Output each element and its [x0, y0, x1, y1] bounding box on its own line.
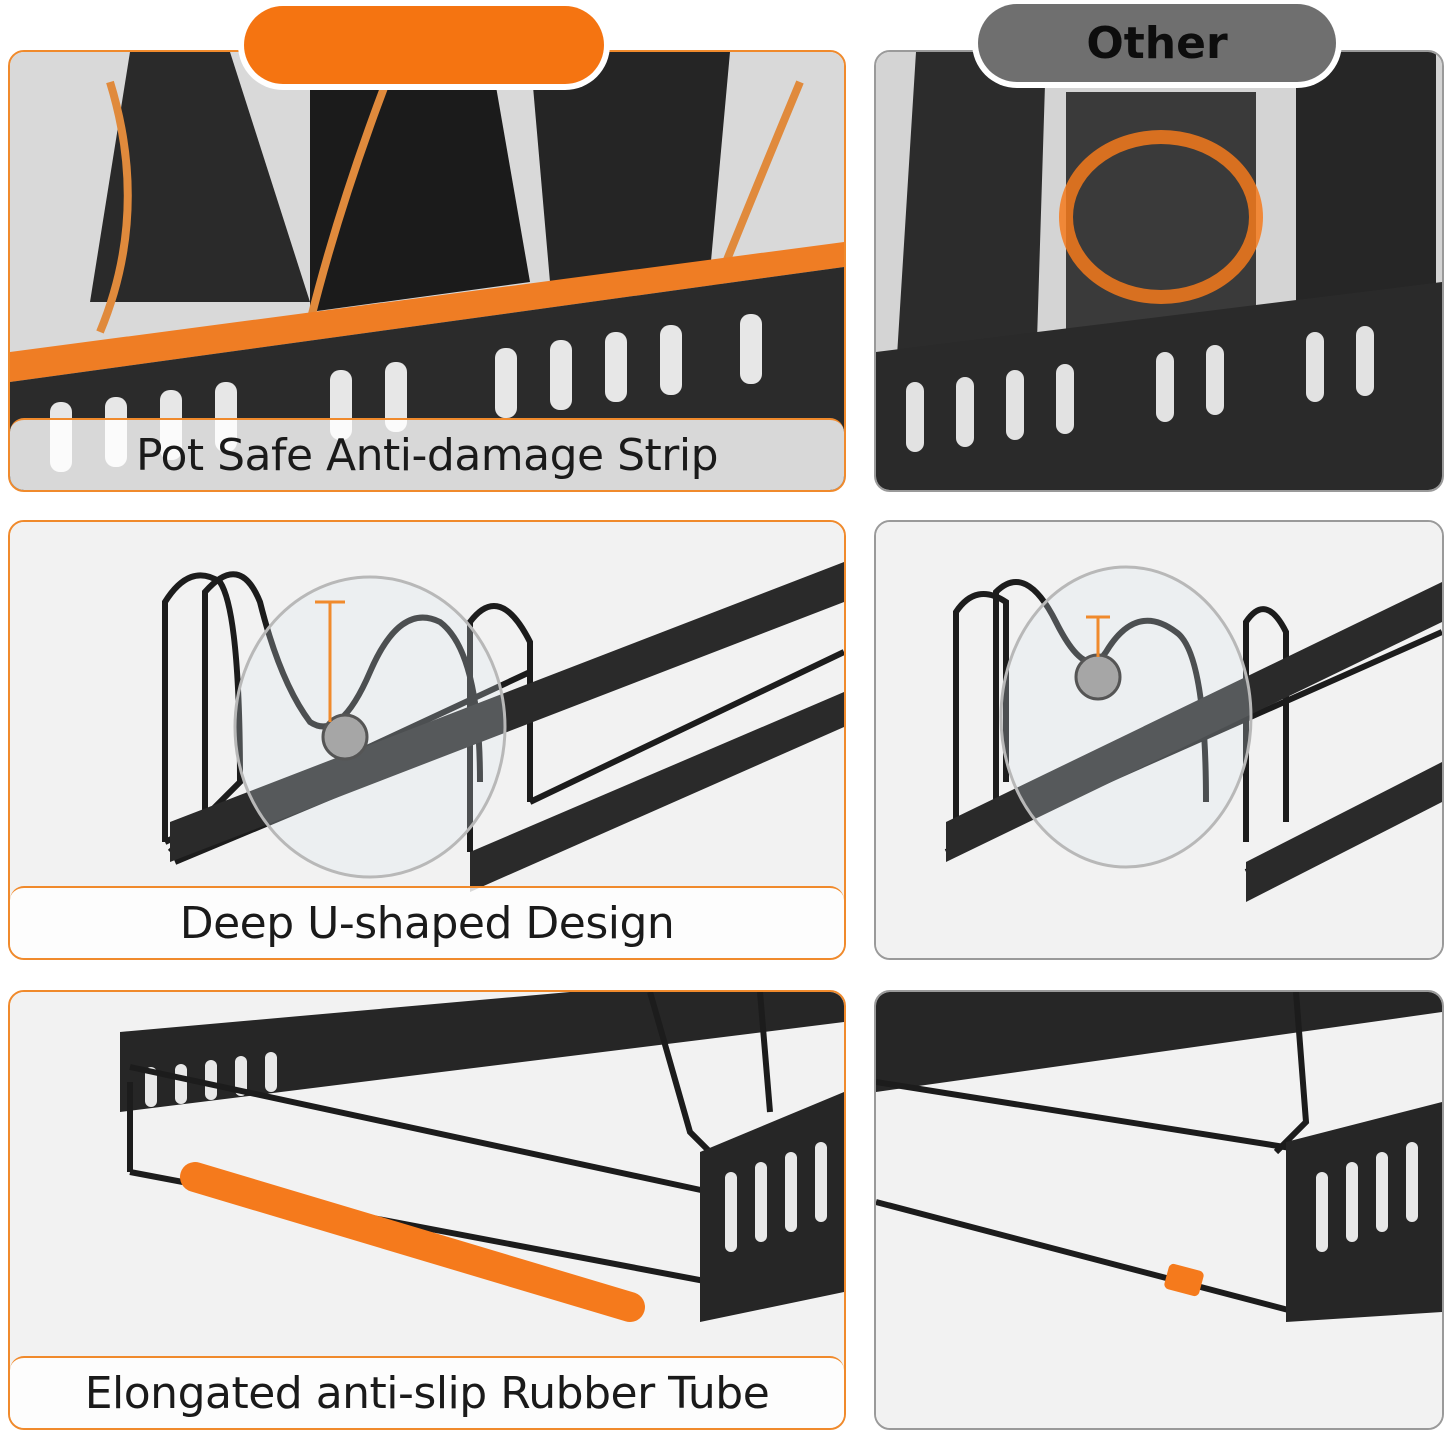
caption-u-shaped: Deep U-shaped Design	[10, 886, 844, 958]
panel-rubber-tube: Elongated anti-slip Rubber Tube	[8, 990, 846, 1430]
panel-u-shaped: Deep U-shaped Design	[8, 520, 846, 960]
shallow-rack-illustration	[876, 522, 1442, 958]
badge-other-label: Other	[1086, 17, 1228, 69]
panel-other-tube	[874, 990, 1444, 1430]
short-tube-rack-illustration	[876, 992, 1442, 1428]
badge-ours	[244, 6, 604, 84]
u-shaped-rack-illustration	[10, 522, 844, 958]
rack-no-strip-illustration	[876, 52, 1442, 490]
panel-other-strip	[874, 50, 1444, 492]
badge-other: Other	[978, 4, 1336, 82]
panel-other-shape	[874, 520, 1444, 960]
caption-anti-damage-strip: Pot Safe Anti-damage Strip	[10, 418, 844, 490]
caption-rubber-tube: Elongated anti-slip Rubber Tube	[10, 1356, 844, 1428]
panel-anti-damage-strip: Pot Safe Anti-damage Strip	[8, 50, 846, 492]
rubber-tube-rack-illustration	[10, 992, 844, 1428]
